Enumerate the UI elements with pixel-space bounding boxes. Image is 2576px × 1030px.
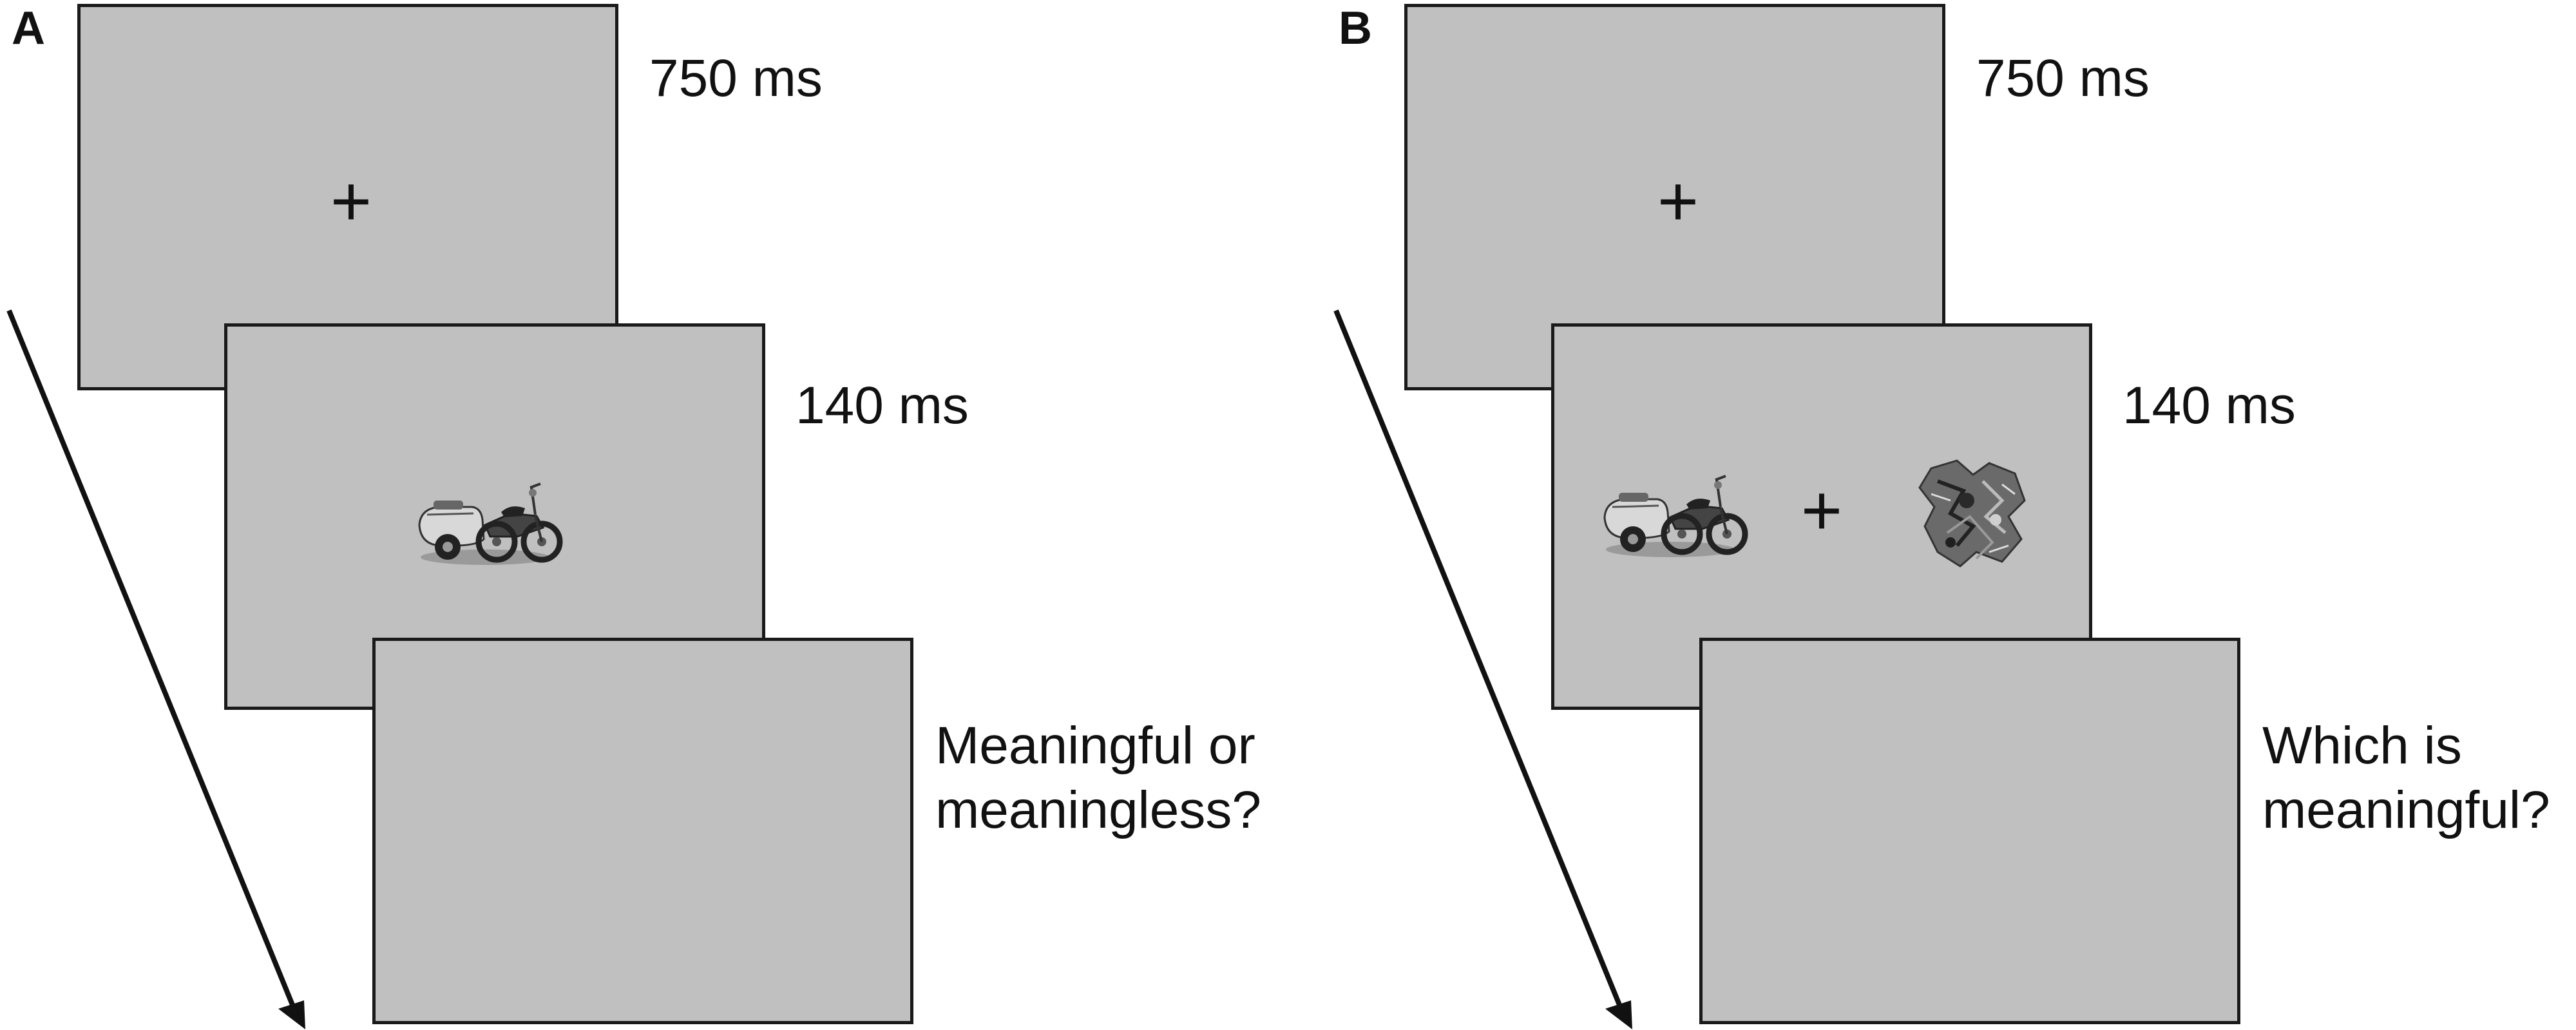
response-screen [1699, 638, 2240, 1024]
question-line: Which is [2262, 716, 2462, 775]
panel-letter: A [12, 3, 45, 54]
scrambled-image [1918, 459, 2026, 567]
fixation-cross: + [1800, 471, 1843, 550]
panel-a: A + 750 [6, 3, 1261, 1029]
motorcycle-image [418, 482, 563, 565]
question-label: Which is meaningful? [2262, 714, 2550, 843]
question-line: Meaningful or [935, 716, 1255, 775]
response-screen [372, 638, 913, 1024]
question-label: Meaningful or meaningless? [935, 714, 1261, 843]
question-line: meaningful? [2262, 781, 2550, 840]
time-arrow [6, 309, 305, 1029]
stimulus-duration-label: 140 ms [2123, 376, 2296, 435]
stimulus-duration-label: 140 ms [796, 376, 969, 435]
fixation-duration-label: 750 ms [649, 49, 823, 108]
motorcycle-image [1603, 475, 1748, 557]
fixation-cross: + [330, 162, 372, 241]
panel-b: B + + [1327, 0, 2576, 1030]
question-line: meaningless? [935, 781, 1261, 840]
panel-letter: B [1339, 3, 1372, 54]
time-arrow [1333, 309, 1632, 1029]
fixation-cross: + [1657, 162, 1699, 241]
fixation-duration-label: 750 ms [1976, 49, 2150, 108]
